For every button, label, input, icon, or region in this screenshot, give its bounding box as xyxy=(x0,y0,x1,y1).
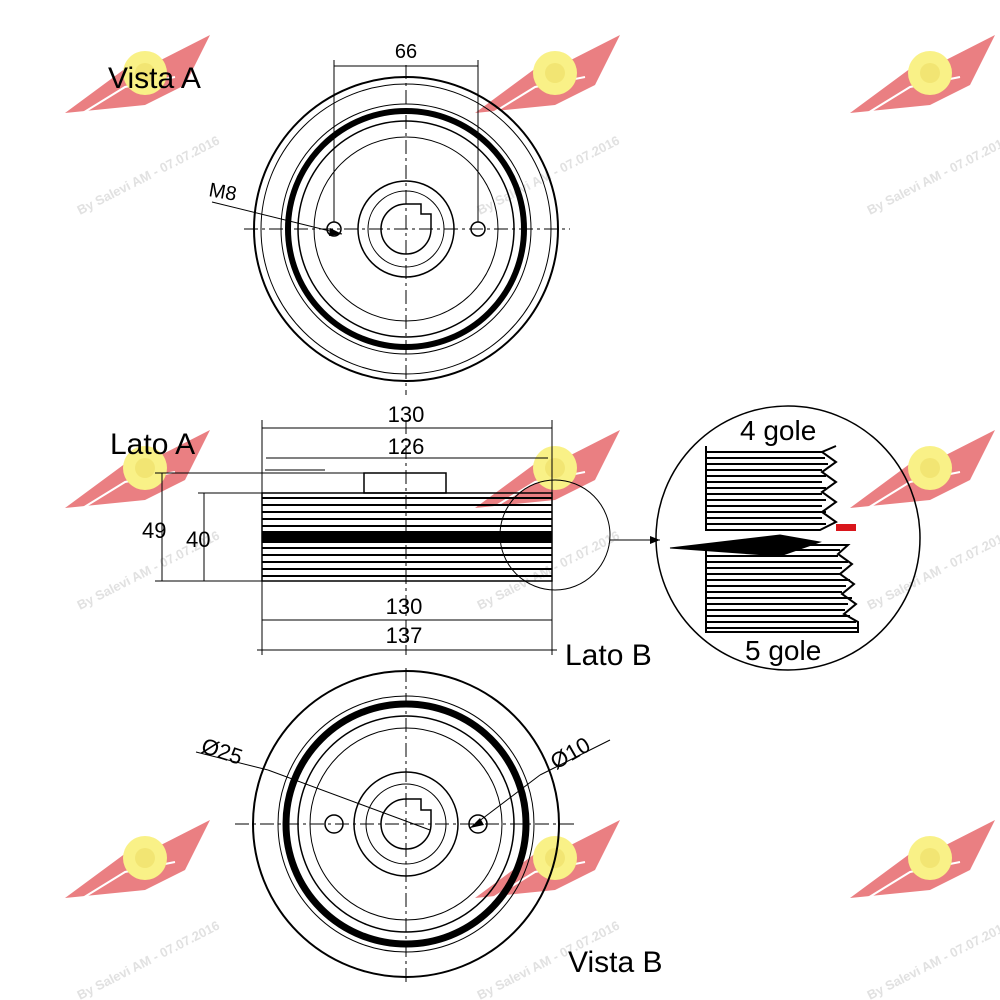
boss-inner xyxy=(367,190,445,268)
lato-b-label: Lato B xyxy=(565,639,652,672)
leader-line xyxy=(195,751,269,771)
leader-line xyxy=(539,739,611,776)
detail-label-4-gole: 4 gole xyxy=(740,415,816,446)
dimension-130-bottom: 130 xyxy=(386,594,423,619)
boss-outer xyxy=(353,771,459,877)
detail-callout-circle xyxy=(499,479,611,591)
dimension-dia-25: Ø25 xyxy=(198,733,245,770)
outer-rim-inner xyxy=(260,83,552,375)
detail-circle xyxy=(655,405,921,671)
rubber-ring xyxy=(282,700,530,948)
detail-label-5-gole: 5 gole xyxy=(745,635,821,666)
bolt-hole xyxy=(468,814,488,834)
groove-detail-view: 4 gole 5 gole xyxy=(655,405,921,671)
hub-outer xyxy=(297,120,515,338)
side-view: Lato A Lato B 130 126 xyxy=(110,402,660,672)
rim-groove xyxy=(280,103,532,355)
watermark-text: By Salevi AM - 07.07.2016 xyxy=(75,918,222,1000)
watermark-layer: By Salevi AM - 07.07.2016 By Salevi AM -… xyxy=(64,34,1000,1000)
arrow-head xyxy=(650,536,660,544)
dimension-40: 40 xyxy=(186,527,210,552)
dimension-49: 49 xyxy=(142,518,166,543)
leader-line xyxy=(469,774,541,829)
rubber-ring xyxy=(285,108,527,350)
keyed-bore xyxy=(380,798,432,850)
groove-profile-4 xyxy=(705,445,838,531)
watermark-text: By Salevi AM - 07.07.2016 xyxy=(865,528,1000,613)
outer-rim xyxy=(253,76,559,382)
lato-a-label: Lato A xyxy=(110,428,195,461)
watermark-logo-icon xyxy=(849,34,996,120)
groove-hatch-4 xyxy=(706,451,828,525)
vista-b-label: Vista B xyxy=(568,946,663,979)
hub-outer xyxy=(297,715,515,933)
arrow-head xyxy=(470,818,484,828)
hub-boss xyxy=(363,472,447,494)
groove-marker xyxy=(836,524,856,531)
poly-v-grooves xyxy=(262,497,552,577)
rubber-layer xyxy=(262,531,552,543)
vista-a-view: Vista A 66 M8 xyxy=(108,41,570,395)
watermark-logo-icon xyxy=(849,429,996,515)
dimension-130-top: 130 xyxy=(388,402,425,427)
watermark-text: By Salevi AM - 07.07.2016 xyxy=(75,133,222,218)
groove-hatch-5 xyxy=(706,549,858,629)
bolt-hole xyxy=(324,814,344,834)
boss-outer xyxy=(357,180,455,278)
outer-rim xyxy=(252,670,560,978)
rim-groove xyxy=(277,695,535,953)
watermark-logo-icon xyxy=(474,819,621,905)
arrow-head xyxy=(329,228,342,236)
keyed-bore xyxy=(380,203,432,255)
vista-a-label: Vista A xyxy=(108,62,201,95)
dimension-66: 66 xyxy=(395,41,417,63)
leader-line xyxy=(267,769,431,831)
groove-profile-5 xyxy=(705,544,859,633)
boss-inner xyxy=(365,783,447,865)
watermark-text: By Salevi AM - 07.07.2016 xyxy=(865,918,1000,1000)
dimension-137: 137 xyxy=(386,623,423,648)
watermark-logo-icon xyxy=(64,819,211,905)
watermark-logo-icon xyxy=(849,819,996,905)
hub-face xyxy=(309,727,503,921)
hub-face xyxy=(313,136,499,322)
dimension-m8: M8 xyxy=(207,179,238,205)
watermark-text: By Salevi AM - 07.07.2016 xyxy=(865,133,1000,218)
dimension-126: 126 xyxy=(388,434,425,459)
leader-line xyxy=(211,201,343,235)
